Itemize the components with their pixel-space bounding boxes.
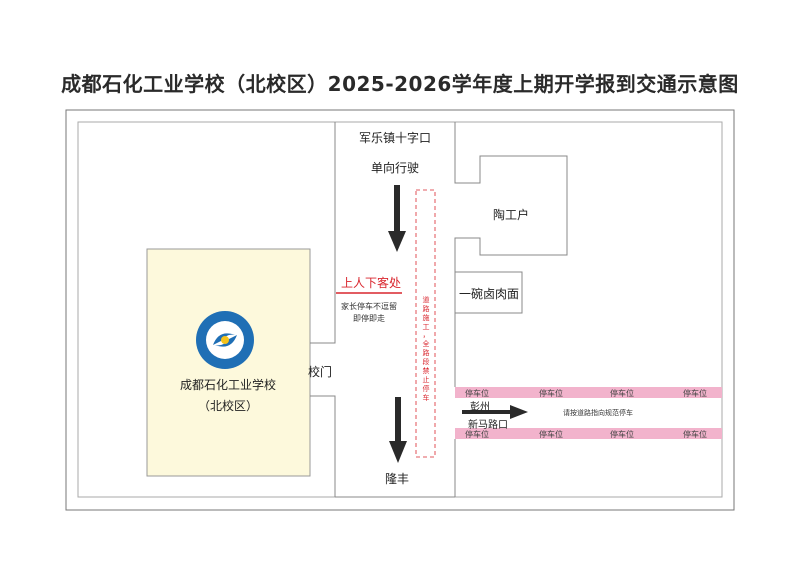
xinma-junction-label: 新马路口 <box>468 418 508 431</box>
noodle-shop-label: 一碗卤肉面 <box>459 286 519 301</box>
parking-label: 停车位 <box>610 429 634 439</box>
dropoff-note-2: 即停即走 <box>353 313 385 323</box>
outer-frame <box>65 109 735 511</box>
construction-zone <box>415 189 436 458</box>
construction-char: 全 <box>423 339 430 348</box>
parking-label: 停车位 <box>539 388 563 398</box>
school-name: 成都石化工业学校 <box>180 377 276 392</box>
parking-strip-bottom <box>455 428 722 439</box>
one-way-label: 单向行驶 <box>371 160 419 175</box>
parking-label: 停车位 <box>465 388 489 398</box>
longfeng-label: 隆丰 <box>385 471 409 486</box>
construction-char: 停 <box>423 384 430 393</box>
noodle-shop-block <box>454 271 523 314</box>
map-title: 成都石化工业学校（北校区）2025-2026学年度上期开学报到交通示意图 <box>61 72 739 96</box>
main-road <box>310 122 568 498</box>
arrow-down-icon <box>389 397 407 463</box>
construction-char: ， <box>423 331 430 339</box>
parking-label: 停车位 <box>683 388 707 398</box>
construction-char: 道 <box>423 295 430 304</box>
construction-char: 路 <box>423 304 430 313</box>
dropoff-label: 上人下客处 <box>341 275 401 290</box>
pengzhou-label: 彭州 <box>470 400 490 413</box>
construction-char: 禁 <box>423 367 430 375</box>
construction-char: 路 <box>423 348 430 357</box>
parking-label: 停车位 <box>465 429 489 439</box>
school-gate-label: 校门 <box>308 364 332 379</box>
construction-char: 止 <box>423 375 430 384</box>
dropoff-note-1: 家长停车不逗留 <box>341 301 397 311</box>
construction-char: 车 <box>423 393 430 402</box>
junction-north-label: 军乐镇十字口 <box>359 130 431 145</box>
construction-char: 段 <box>423 357 430 366</box>
school-campus: （北校区） <box>198 398 258 413</box>
parking-strip-top <box>455 387 722 398</box>
follow-road-note: 请按道路指向规范停车 <box>563 408 633 417</box>
parking-label: 停车位 <box>683 429 707 439</box>
arrow-down-icon <box>388 185 406 252</box>
school-logo-icon <box>196 311 254 369</box>
parking-label: 停车位 <box>539 429 563 439</box>
construction-char: 施 <box>423 313 430 322</box>
construction-notice: 道 路 施 工 ， 全 路 段 禁 止 停 车 <box>423 295 430 402</box>
taogonghu-label: 陶工户 <box>493 207 529 222</box>
parking-label: 停车位 <box>610 388 634 398</box>
arrow-right-icon <box>462 405 528 419</box>
construction-char: 工 <box>423 323 430 331</box>
